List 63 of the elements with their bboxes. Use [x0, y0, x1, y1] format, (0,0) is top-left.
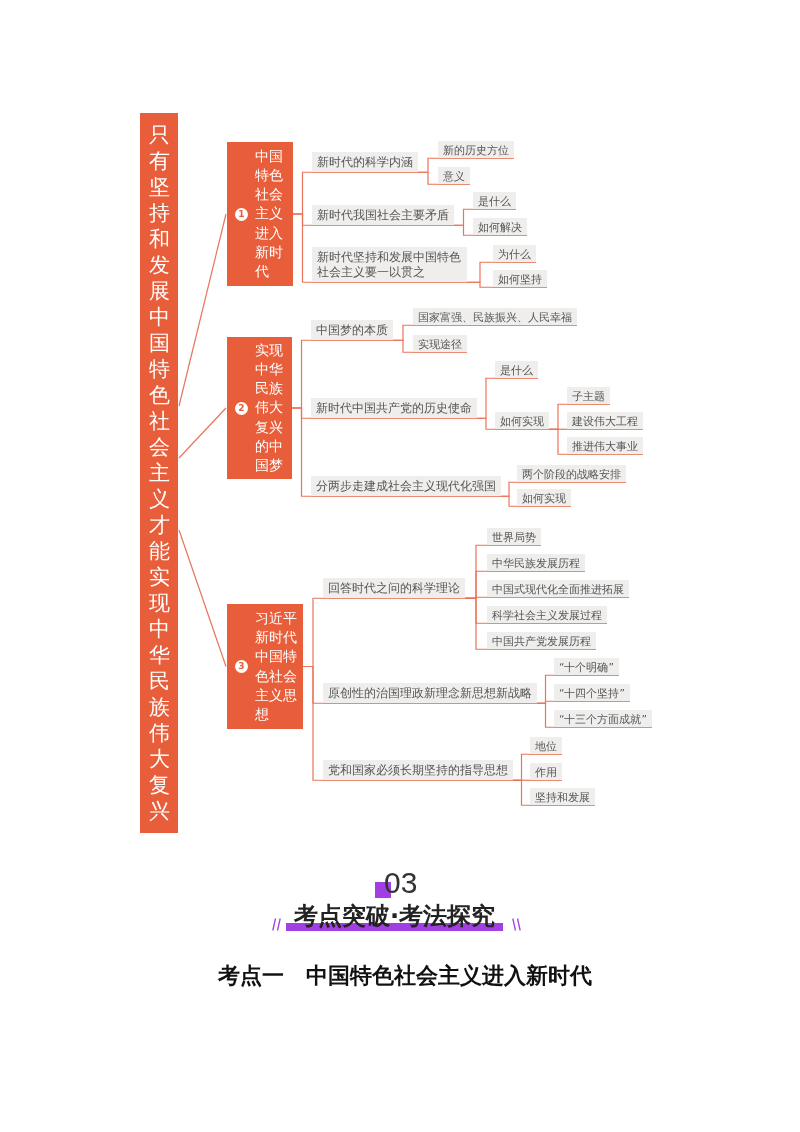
detail-label: 如何实现	[517, 489, 571, 507]
detail-label: 世界局势	[487, 528, 541, 546]
subtopic-label: 新时代坚持和发展中国特色社会主义要一以贯之	[312, 247, 467, 283]
connector-line	[453, 224, 474, 236]
main-topic-box	[227, 337, 292, 479]
topic-heading: 考点一 中国特色社会主义进入新时代	[218, 963, 592, 989]
detail-label: 是什么	[473, 192, 516, 210]
detail-label: 如何坚持	[493, 270, 547, 288]
connector-line	[178, 213, 227, 407]
subtopic-label: 党和国家必须长期坚持的指导思想	[323, 760, 513, 781]
connector-line	[476, 417, 496, 430]
subtopic-label: 新时代我国社会主要矛盾	[312, 205, 454, 226]
connector-line	[464, 597, 488, 650]
detail-label: 新的历史方位	[438, 141, 514, 159]
main-topic-title: 实现中华民族伟大复兴的中国梦	[255, 340, 283, 475]
connector-line	[500, 495, 518, 507]
detail-label: 是什么	[495, 361, 538, 379]
detail-label: 作用	[530, 763, 562, 781]
detail-label: 两个阶段的战略安排	[517, 465, 626, 483]
main-topic-title: 习近平新时代中国特色社会主义思想	[255, 608, 297, 724]
step-number: 3	[235, 660, 248, 673]
detail-label: 国家富强、民族振兴、人民幸福	[413, 308, 577, 326]
detail-label: 为什么	[493, 245, 536, 263]
connector-line	[291, 407, 312, 497]
detail-label: 子主题	[567, 387, 610, 405]
connector-line	[302, 665, 324, 781]
subtopic-label: 分两步走建成社会主义现代化强国	[311, 476, 501, 497]
step-number: 2	[235, 401, 248, 415]
connector-line	[512, 779, 531, 806]
step-number: 1	[235, 207, 248, 221]
section-heading: 考点突破·考法探究	[286, 903, 504, 931]
detail-label: 如何解决	[473, 218, 527, 236]
detail-label: 坚持和发展	[530, 788, 595, 806]
connector-line	[392, 339, 414, 353]
subtopic-label: 新时代的科学内涵	[312, 152, 418, 173]
connector-line	[178, 529, 227, 668]
detail-label: 地位	[530, 737, 562, 755]
detail-label: 意义	[438, 167, 470, 185]
subtopic-label: 回答时代之问的科学理论	[323, 578, 465, 599]
main-topic-box	[227, 142, 293, 286]
connector-line	[292, 213, 313, 283]
detail-label: “十四个坚持”	[554, 684, 630, 702]
detail-label: “十个明确”	[554, 658, 619, 676]
connector-line	[417, 171, 439, 185]
detail-label: 如何实现	[495, 412, 549, 430]
connector-line	[178, 407, 227, 459]
detail-label: 中国式现代化全面推进拓展	[487, 580, 629, 598]
detail-label: 中华民族发展历程	[487, 554, 585, 572]
connector-line	[548, 428, 568, 455]
detail-label: 科学社会主义发展过程	[487, 606, 607, 624]
subtopic-label: 中国梦的本质	[311, 320, 393, 341]
detail-label: 建设伟大工程	[567, 412, 643, 430]
subtopic-label: 新时代中国共产党的历史使命	[311, 398, 477, 419]
connector-line	[466, 281, 494, 288]
detail-label: 实现途径	[413, 335, 467, 353]
subtopic-label: 原创性的治国理政新理念新思想新战略	[323, 683, 537, 704]
central-topic: 只有坚持和发展中国特色社会主义才能实现中华民族伟大复兴	[140, 113, 178, 833]
detail-label: 推进伟大事业	[567, 437, 643, 455]
main-topic-box	[227, 604, 303, 729]
detail-label: “十三个方面成就”	[554, 710, 652, 728]
main-topic-title: 中国特色社会主义进入新时代	[255, 146, 283, 281]
connector-line	[536, 702, 555, 728]
detail-label: 中国共产党发展历程	[487, 632, 596, 650]
